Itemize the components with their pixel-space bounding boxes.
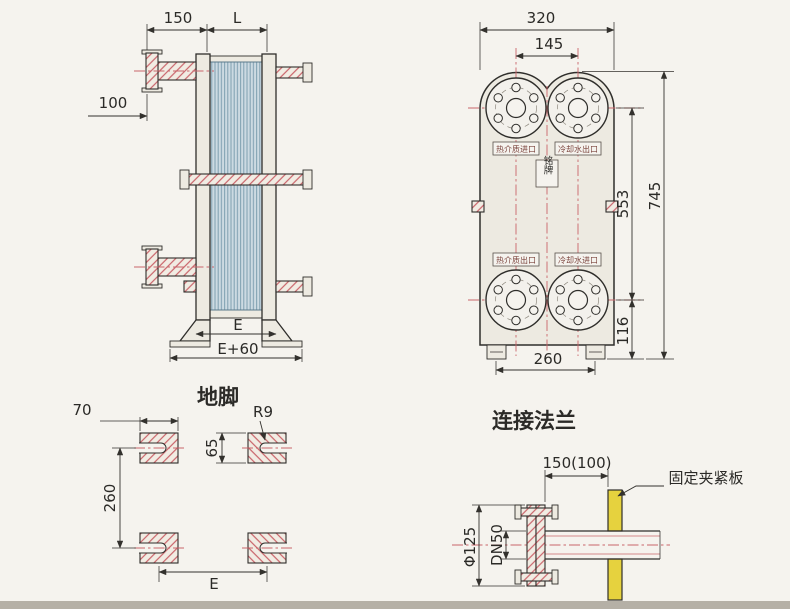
r9-label: R9: [253, 403, 273, 421]
port-label-bottom-left: 热介质出口: [496, 255, 536, 265]
dim-dn50: DN50: [488, 524, 526, 566]
dim-70-label: 70: [72, 401, 91, 419]
dim-70: 70: [72, 401, 179, 431]
flange-detail-title: 连接法兰: [492, 409, 576, 433]
clamp-plate-label: 固定夹紧板: [668, 469, 743, 487]
port-labels: 热介质进口 冷却水出口 热介质出口 冷却水进口: [492, 141, 602, 267]
flange-bolt-top: [519, 507, 554, 517]
anchor-clamp-bottom-right: [241, 532, 293, 564]
clamp-plate-callout: 固定夹紧板: [617, 469, 744, 497]
dim-745-label: 745: [646, 182, 664, 211]
phi125-label: Φ125: [461, 527, 479, 567]
anchor-clamp-top-left: [133, 432, 185, 464]
port-top-right: [547, 77, 609, 139]
side-view: 150 L 100 E E+60: [88, 9, 313, 362]
dim-E-foot: E: [158, 566, 268, 593]
flange-joint: [514, 504, 559, 587]
dim-E60-label: E+60: [217, 340, 258, 358]
nozzle-top: [134, 49, 214, 93]
front-view: 热介质进口 冷却水出口 热介质出口 冷却水进口 铭牌 32: [468, 9, 674, 375]
dim-E-label: E: [233, 316, 242, 334]
pipe: [545, 530, 661, 560]
clamping-plate: [607, 489, 623, 601]
port-label-top-left: 热介质进口: [496, 144, 536, 154]
flange-bolt-bottom: [519, 572, 554, 582]
dim-65-label: 65: [203, 438, 221, 457]
dim-100-label: 100: [99, 94, 128, 112]
nameplate-label: 铭牌: [542, 155, 554, 176]
dim-150-100: 150(100): [543, 454, 612, 502]
tie-rod-top: [275, 62, 313, 83]
dim-260-front: 260: [495, 350, 596, 375]
dim-553-label: 553: [614, 190, 632, 219]
dim-150-and-L: 150 L: [146, 9, 268, 52]
side-bolt-left: [471, 200, 485, 213]
foot-detail-title: 地脚: [197, 385, 239, 409]
flange-detail: 连接法兰: [452, 409, 744, 601]
port-label-bottom-right: 冷却水进口: [558, 255, 598, 265]
foot-dim-260-label: 260: [101, 484, 119, 513]
port-top-left: [485, 77, 547, 139]
dim-553: 553: [614, 107, 644, 301]
nameplate: 铭牌: [535, 155, 559, 188]
nozzle-bottom: [134, 245, 214, 289]
dim-145: 145: [515, 35, 579, 60]
dim-320: 320: [479, 9, 615, 70]
anchor-clamp-bottom-left: [133, 532, 185, 564]
plate-pack: [209, 61, 263, 311]
side-bolt-right: [605, 200, 619, 213]
dim-E-plus-60: E+60: [169, 340, 303, 362]
dim-150-label: 150: [164, 9, 193, 27]
dim-260-label: 260: [534, 350, 563, 368]
dim-E: E: [195, 316, 277, 338]
front-feet: [486, 344, 606, 360]
anchor-clamp-top-right: [241, 432, 293, 464]
port-bottom-right: [547, 269, 609, 331]
dim-260-foot: 260: [101, 447, 136, 549]
port-bottom-left: [485, 269, 547, 331]
movable-frame-plate: [261, 53, 277, 321]
port-label-top-right: 冷却水出口: [558, 144, 598, 154]
dim-phi125: Φ125: [461, 504, 525, 587]
radius-r9: R9: [253, 403, 273, 441]
fixed-frame-plate: [195, 53, 211, 321]
dn50-label: DN50: [488, 524, 506, 566]
dim-65: 65: [203, 432, 246, 464]
dim-116-label: 116: [614, 317, 632, 346]
foot-dim-E-label: E: [209, 575, 218, 593]
dim-145-label: 145: [535, 35, 564, 53]
dim-100: 100: [88, 94, 148, 121]
dim-320-label: 320: [527, 9, 556, 27]
tie-rod-middle: [179, 169, 313, 190]
foot-detail: 地脚 70 R9 65 260: [72, 385, 293, 593]
dim-116: 116: [607, 299, 644, 360]
dim-745: 745: [582, 70, 674, 360]
tie-rod-bottom: [183, 276, 313, 297]
dim-L-label: L: [233, 9, 242, 27]
photo-edge: [0, 601, 790, 609]
dim-150-100-label: 150(100): [543, 454, 612, 472]
